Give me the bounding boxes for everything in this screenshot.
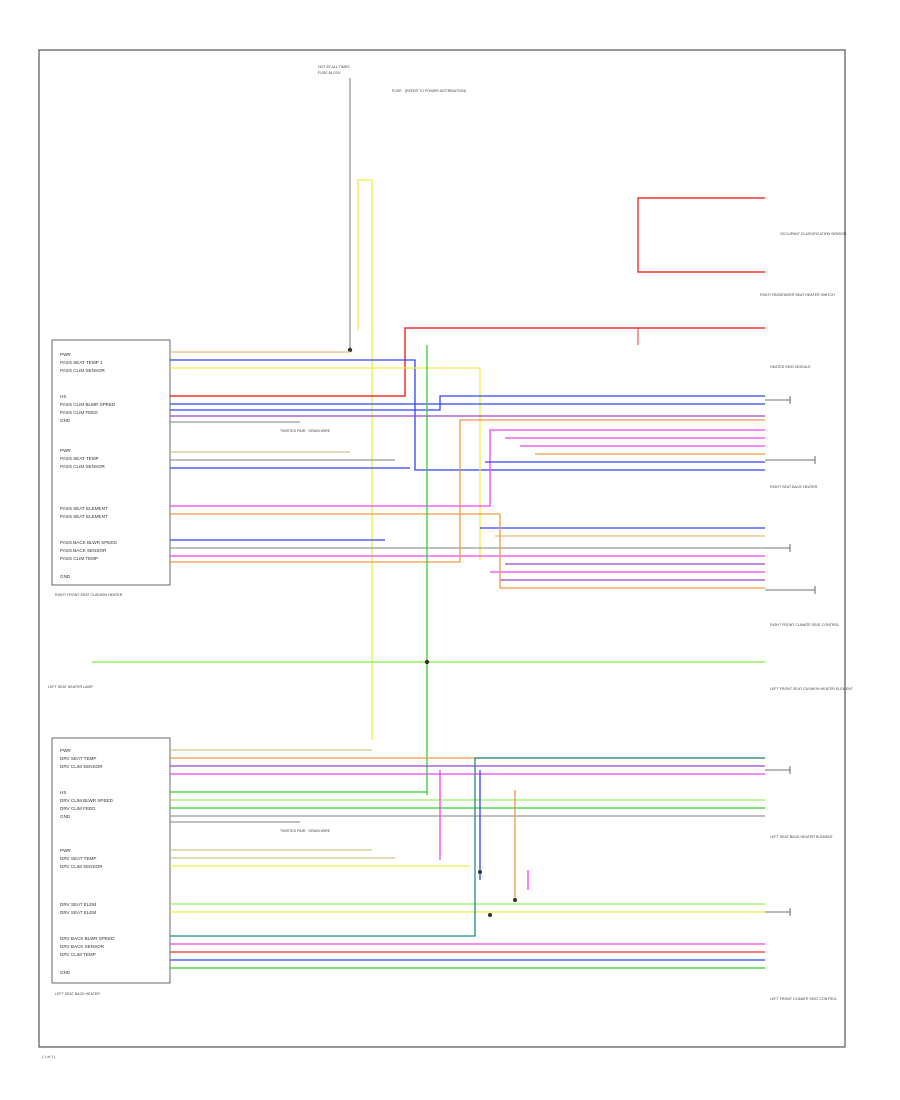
ground-conn-label: LEFT FRONT SEAT CUSHION HEATER ELEMENT	[770, 687, 854, 691]
left-indicator-label: LEFT SEAT HEATER LAMP	[48, 685, 93, 689]
drv-pin-15: GND	[60, 970, 71, 975]
drv-pin-12: DRV BACK BLWR SPEED	[60, 936, 115, 941]
pass-pin-6: GND	[60, 418, 71, 423]
red-loop-wire	[637, 197, 765, 273]
drv-pin-3: HS	[60, 790, 66, 795]
splice-green	[424, 659, 430, 665]
pass-pin-10: PASS SEAT ELEMENT	[60, 506, 108, 511]
top-note: FUSE · (REFER TO POWER DISTRIBUTION)	[392, 89, 466, 93]
driver-module-box	[51, 737, 171, 984]
pass-pin-13: PASS BACK SENSOR	[60, 548, 107, 553]
pass-pin-3: HS	[60, 394, 66, 399]
drv-shield-note: TWISTED PAIR · DRAIN WIRE	[280, 829, 331, 833]
driver-module-pins: PWR DRV SEAT TEMP DRV CLIM SENSOR HS DRV…	[60, 748, 115, 975]
drv-back-label: LEFT SEAT BACK HEATER ELEMENT	[770, 835, 834, 839]
pass-pin-8: PASS SEAT TEMP	[60, 456, 99, 461]
pass-right-connector-wires	[480, 437, 765, 589]
drv-pin-5: DRV CLIM FEED	[60, 806, 96, 811]
footer-code: ( 1 of 1 )	[42, 1055, 55, 1059]
passenger-module-pins: PWR PASS SEAT TEMP 1 PASS CLIM SENSOR HS…	[60, 352, 117, 579]
pass-pin-2: PASS CLIM SENSOR	[60, 368, 106, 373]
splice-driver-c	[488, 913, 492, 917]
drv-pin-1: DRV SEAT TEMP	[60, 756, 96, 761]
pass-pin-14: PASS CLIM TEMP	[60, 556, 98, 561]
drv-pin-8: DRV SEAT TEMP	[60, 856, 96, 861]
pass-switch-label: RIGHT PASSENGER SEAT HEATER SWITCH	[760, 293, 835, 297]
pass-pin-4: PASS CLIM BLWR SPEED	[60, 402, 116, 407]
pass-pin-7: PWR	[60, 448, 71, 453]
splice-driver-a	[478, 870, 482, 874]
splice-top	[347, 347, 353, 353]
top-source-label: HOT AT ALL TIMES	[318, 65, 350, 69]
red-main-wire	[170, 327, 765, 397]
drv-controller-label: LEFT FRONT CLIMATE SEAT CONTROL	[770, 997, 837, 1001]
driver-wires	[170, 749, 765, 969]
pass-pin-15: GND	[60, 574, 71, 579]
passenger-module-box	[51, 339, 171, 586]
pass-pin-5: PASS CLIM FEED	[60, 410, 98, 415]
drv-pin-7: PWR	[60, 848, 71, 853]
drv-pin-2: DRV CLIM SENSOR	[60, 764, 103, 769]
heater-module-label: HEATED SEAT MODULE	[770, 365, 811, 369]
drv-pin-0: PWR	[60, 748, 71, 753]
pass-back-conn-label: RIGHT SEAT BACK HEATER	[770, 485, 818, 489]
drv-pin-10: DRV SEAT ELEM	[60, 902, 96, 907]
drv-pin-6: GND	[60, 814, 71, 819]
right-connector-symbols	[765, 396, 816, 916]
splice-driver-b	[513, 898, 517, 902]
diagram-frame	[38, 49, 846, 1048]
pass-pin-9: PASS CLIM SENSOR	[60, 464, 106, 469]
pass-controller-label: RIGHT FRONT CLIMATE SEAT CONTROL	[770, 623, 839, 627]
top-source-sub: FUSE BLOCK	[318, 71, 341, 75]
passenger-wires	[170, 351, 765, 563]
drv-pin-14: DRV CLIM TEMP	[60, 952, 96, 957]
pass-pin-1: PASS SEAT TEMP 1	[60, 360, 103, 365]
pass-module-caption: RIGHT FRONT SEAT CUSHION HEATER	[55, 593, 123, 597]
occupant-module-label: OCCUPANT CLASSIFICATION SENSOR	[780, 232, 847, 236]
pass-shield-note: TWISTED PAIR · DRAIN WIRE	[280, 429, 331, 433]
drv-pin-13: DRV BACK SENSOR	[60, 944, 105, 949]
pass-pin-12: PASS BACK BLWR SPEED	[60, 540, 117, 545]
drv-module-caption: LEFT SEAT BACK HEATER	[55, 992, 100, 996]
pass-pin-0: PWR	[60, 352, 71, 357]
drv-pin-4: DRV CLIM BLWR SPEED	[60, 798, 114, 803]
drv-pin-9: DRV CLIM SENSOR	[60, 864, 103, 869]
drv-pin-11: DRV SEAT ELEM	[60, 910, 96, 915]
pass-pin-11: PASS SEAT ELEMENT	[60, 514, 108, 519]
